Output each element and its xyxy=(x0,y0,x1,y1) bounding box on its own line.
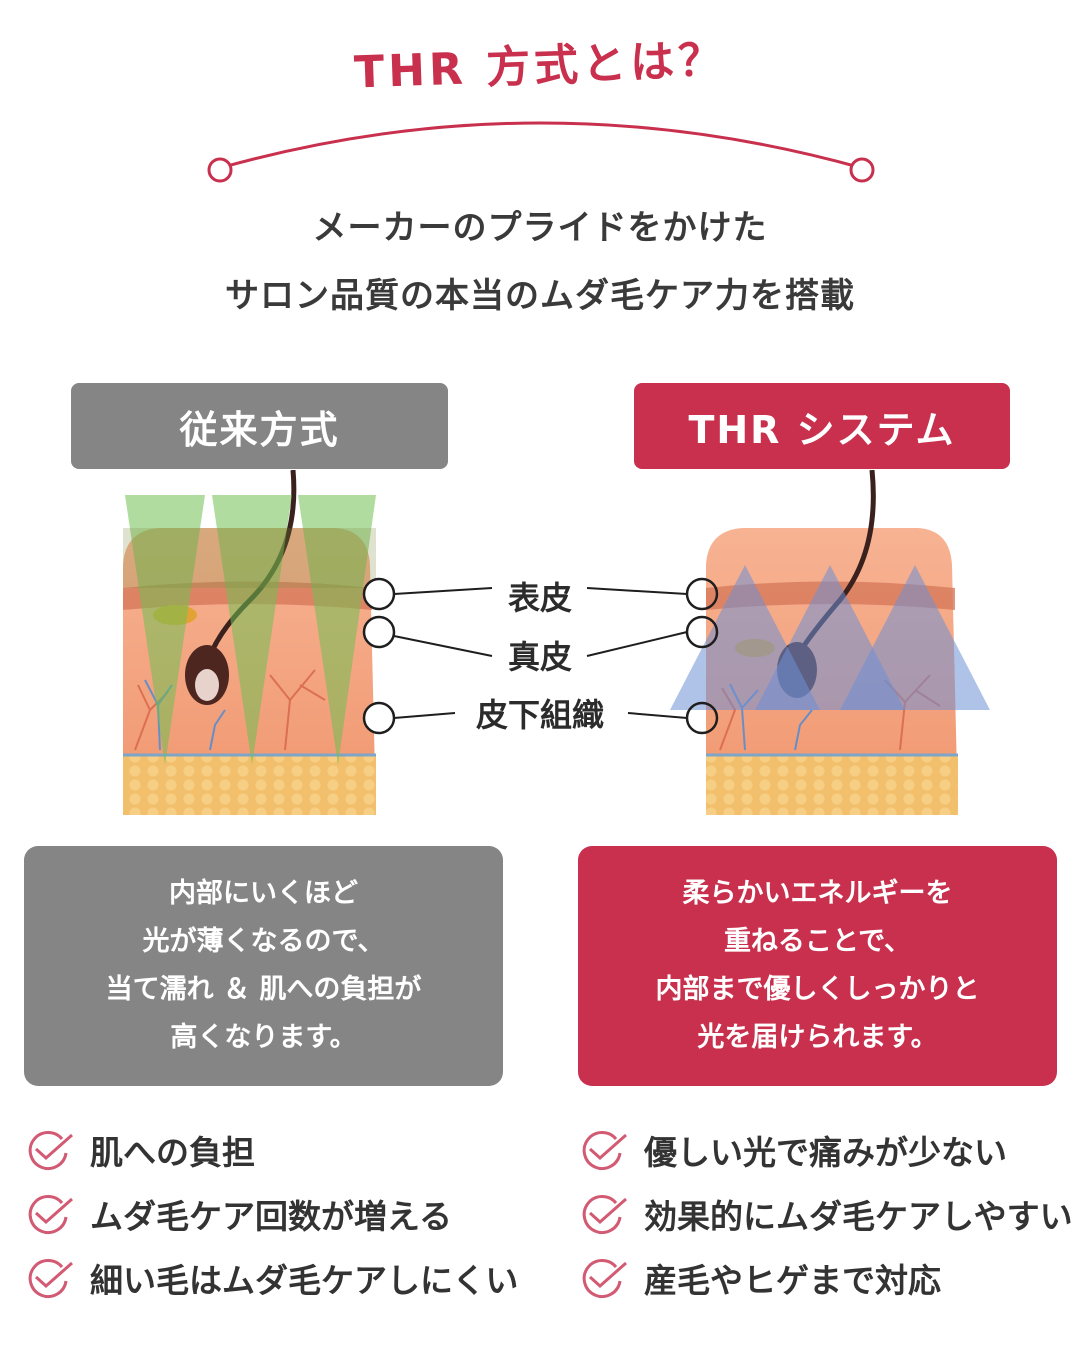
layer-connectors xyxy=(362,577,719,735)
description-line: 光が薄くなるので、 xyxy=(142,926,385,957)
description-line: 当て濡れ ＆ 肌への負担が xyxy=(105,974,422,1005)
circle-check-icon xyxy=(28,1195,73,1234)
label-conventional-method: 従来方式 xyxy=(71,383,448,469)
description-thr: 柔らかいエネルギーを 重ねることで、 内部まで優しくしっかりと 光を届けられます… xyxy=(578,846,1057,1086)
layer-label-dermis: 真皮 xyxy=(507,638,572,676)
points-list-thr: 優しい光で痛みが少ない 効果的にムダ毛ケアしやすい 産毛やヒゲまで対応 xyxy=(576,1118,1073,1310)
circle-check-icon xyxy=(582,1131,627,1170)
point-text: ムダ毛ケア回数が増える xyxy=(90,1197,453,1236)
layer-label-epidermis: 表皮 xyxy=(507,579,572,617)
point-text: 肌への負担 xyxy=(90,1133,255,1172)
point-text: 優しい光で痛みが少ない xyxy=(644,1133,1007,1172)
label-thr-system: THR システム xyxy=(634,383,1010,469)
list-item: 産毛やヒゲまで対応 xyxy=(576,1246,1073,1310)
description-conventional: 内部にいくほど 光が薄くなるので、 当て濡れ ＆ 肌への負担が 高くなります。 xyxy=(24,846,503,1086)
description-line: 柔らかいエネルギーを xyxy=(682,878,953,909)
subtitle-line-2: サロン品質の本当のムダ毛ケア力を搭載 xyxy=(225,276,855,316)
list-item: 優しい光で痛みが少ない xyxy=(576,1118,1073,1182)
title-arc-decoration xyxy=(207,121,875,183)
list-item: 肌への負担 xyxy=(22,1118,518,1182)
skin-block-left xyxy=(123,470,376,815)
circle-marker-icon xyxy=(207,157,233,183)
description-line: 重ねることで、 xyxy=(723,926,912,957)
list-item: ムダ毛ケア回数が増える xyxy=(22,1182,518,1246)
point-text: 細い毛はムダ毛ケアしにくい xyxy=(90,1261,519,1300)
point-text: 産毛やヒゲまで対応 xyxy=(644,1261,941,1300)
description-line: 内部まで優しくしっかりと xyxy=(655,974,980,1005)
point-text: 効果的にムダ毛ケアしやすい xyxy=(644,1197,1073,1236)
skin-comparison-diagram xyxy=(123,470,990,815)
points-list-conventional: 肌への負担 ムダ毛ケア回数が増える 細い毛はムダ毛ケアしにくい xyxy=(22,1118,518,1310)
circle-marker-icon xyxy=(849,157,875,183)
layer-label-subcutaneous: 皮下組織 xyxy=(475,696,604,734)
circle-check-icon xyxy=(582,1259,627,1298)
circle-check-icon xyxy=(28,1131,73,1170)
description-line: 内部にいくほど xyxy=(169,878,358,909)
circle-check-icon xyxy=(28,1259,73,1298)
circle-check-icon xyxy=(582,1195,627,1234)
description-line: 高くなります。 xyxy=(170,1022,357,1053)
skin-block-right xyxy=(670,470,990,815)
list-item: 細い毛はムダ毛ケアしにくい xyxy=(22,1246,518,1310)
subtitle-line-1: メーカーのプライドをかけた xyxy=(312,208,768,248)
description-line: 光を届けられます。 xyxy=(697,1022,938,1053)
list-item: 効果的にムダ毛ケアしやすい xyxy=(576,1182,1073,1246)
